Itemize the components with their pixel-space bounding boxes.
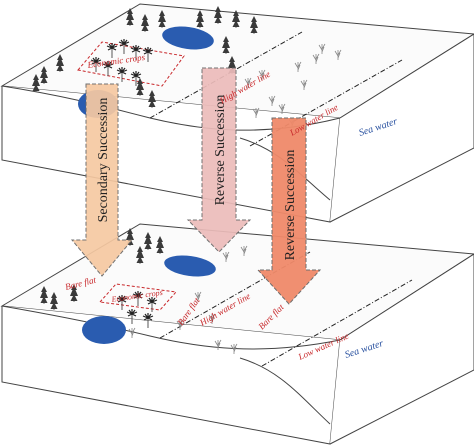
bottom-block-slope: [1, 305, 341, 350]
arrow-label-reverse-2: Reverse Succession: [283, 150, 298, 261]
arrow-secondary-succession: Secondary Succession: [70, 83, 134, 277]
bottom-block: [0, 223, 474, 445]
arrow-label-reverse-1: Reverse Succession: [213, 95, 228, 206]
pond-bottom-right: [164, 255, 216, 277]
pond-top-right: [162, 26, 214, 50]
low-water-line-top: [249, 59, 403, 147]
top-block: [0, 3, 474, 223]
arrow-reverse-succession-2: Reverse Succession: [256, 117, 322, 305]
bottom-block-seabed: [239, 357, 331, 425]
arrow-reverse-succession-1: Reverse Succession: [186, 67, 252, 253]
pond-bottom-left: [82, 316, 126, 344]
crop-field-bottom: [99, 283, 177, 311]
low-water-line-bottom: [261, 279, 413, 367]
top-block-side: [329, 33, 474, 223]
bottom-block-side: [329, 253, 474, 445]
arrow-label-secondary: Secondary Succession: [96, 98, 111, 223]
crop-field-top: [77, 41, 185, 87]
